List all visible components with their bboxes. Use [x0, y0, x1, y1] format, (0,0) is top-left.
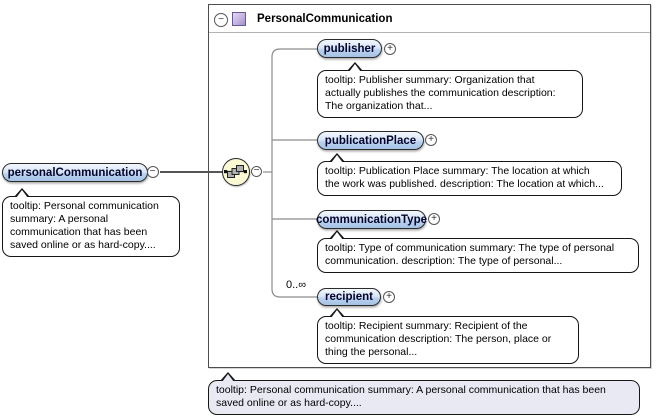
element-publicationPlace[interactable]: publicationPlace — [317, 131, 424, 150]
element-recipient[interactable]: recipient — [317, 288, 381, 306]
publicationPlace-expand-toggle[interactable]: + — [425, 134, 437, 146]
sequence-icon[interactable] — [222, 158, 250, 186]
tooltip-communicationType: tooltip: Type of communication summary: … — [317, 230, 639, 273]
sequence-collapse-toggle[interactable]: − — [251, 166, 262, 177]
element-communicationType[interactable]: communicationType — [316, 210, 427, 229]
element-personalCommunication[interactable]: personalCommunication — [2, 163, 148, 182]
header-divider — [209, 32, 650, 33]
collapse-toggle[interactable]: − — [214, 13, 228, 27]
element-publisher[interactable]: publisher — [317, 39, 382, 58]
tooltip-complex-type: tooltip: Personal communication summary:… — [208, 372, 640, 415]
tooltip-recipient: tooltip: Recipient summary: Recipient of… — [317, 308, 579, 364]
minus-icon: − — [149, 166, 156, 177]
plus-icon: + — [386, 291, 392, 302]
root-collapse-toggle[interactable]: − — [146, 166, 159, 178]
recipient-cardinality: 0..∞ — [286, 279, 307, 291]
plus-icon: + — [428, 134, 434, 145]
recipient-expand-toggle[interactable]: + — [383, 291, 395, 303]
tooltip-publisher: tooltip: Publisher summary: Organization… — [317, 62, 583, 118]
plus-icon: + — [431, 213, 437, 224]
plus-icon: + — [387, 43, 393, 54]
publisher-expand-toggle[interactable]: + — [384, 43, 396, 55]
minus-icon: − — [253, 165, 260, 176]
communicationType-expand-toggle[interactable]: + — [428, 213, 440, 225]
tooltip-publicationPlace: tooltip: Publication Place summary: The … — [317, 153, 622, 196]
complex-type-title: PersonalCommunication — [257, 13, 393, 25]
minus-icon: − — [218, 14, 224, 25]
complex-type-icon — [232, 12, 246, 26]
tooltip-personalCommunication: tooltip: Personal communication summary:… — [2, 188, 180, 257]
